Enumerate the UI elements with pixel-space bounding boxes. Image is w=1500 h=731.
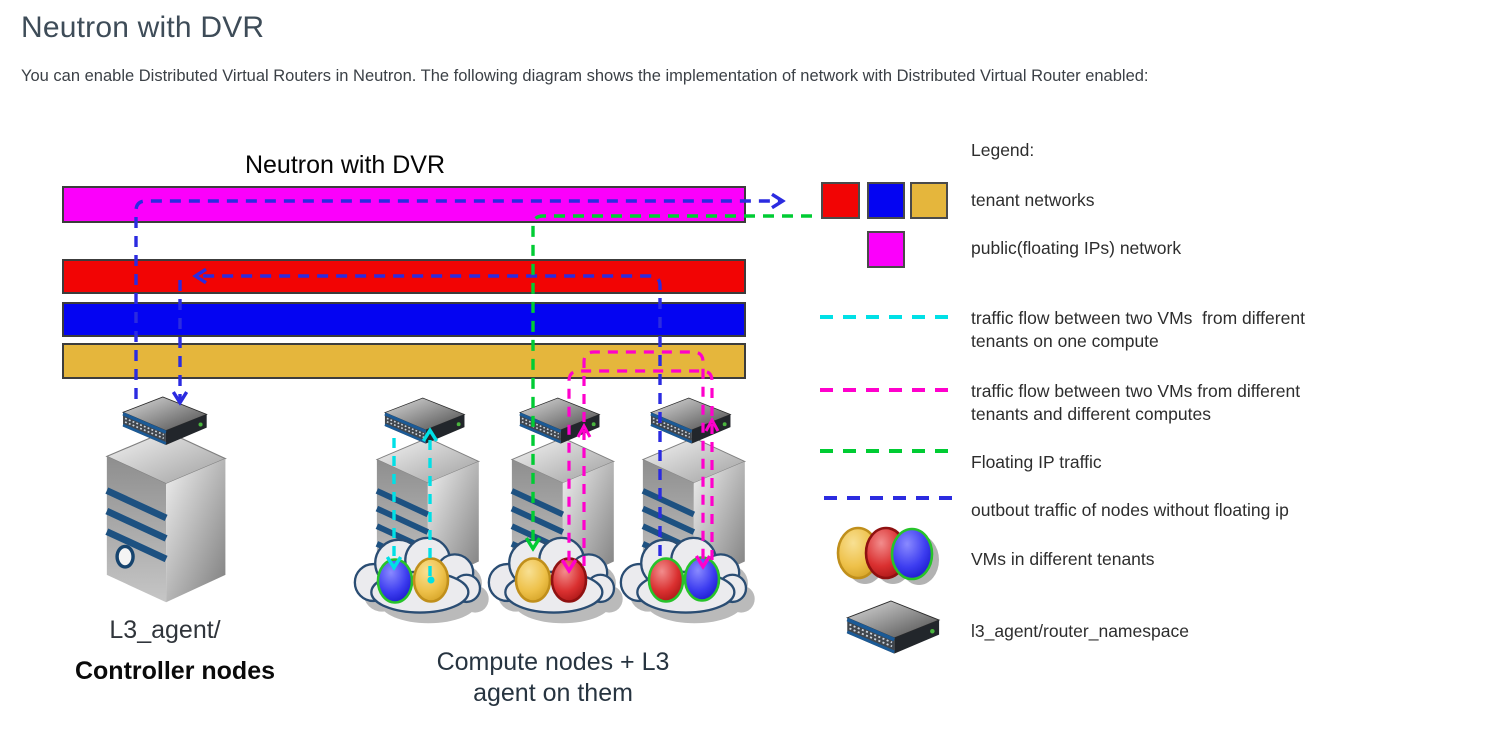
compute1-vm-blue — [376, 558, 414, 604]
compute-node-1 — [353, 396, 490, 625]
legend-graphics — [820, 182, 960, 656]
page-intro: You can enable Distributed Virtual Route… — [21, 67, 1149, 85]
outbound-traffic-arrow-public — [134, 201, 780, 399]
network-bars — [62, 186, 746, 379]
legend-swatch-blue — [867, 182, 905, 219]
legend-switch-icon — [845, 599, 941, 656]
compute-node-3 — [619, 396, 756, 625]
compute-nodes-label: Compute nodes + L3 agent on them — [436, 648, 670, 707]
compute2-vm-red — [550, 557, 588, 603]
legend-swatch-gold — [910, 182, 948, 219]
controller-node — [107, 395, 226, 602]
controller-server-icon — [107, 431, 226, 602]
floating-ip-traffic-arrow — [533, 214, 812, 546]
legend-label-vms: VMs in different tenants — [971, 549, 1155, 569]
cross-compute-traffic-arrow-forward — [582, 350, 703, 566]
legend-title: Legend: — [971, 140, 1035, 160]
controller-l3-agent-label: L3_agent/ — [109, 616, 221, 644]
legend-vm-trio — [836, 526, 939, 585]
legend-swatch-red — [821, 182, 860, 219]
page-title: Neutron with DVR — [21, 11, 265, 44]
legend-vm-blue — [890, 527, 934, 581]
legend-label-outbound: outbout traffic of nodes without floatin… — [971, 500, 1289, 520]
cross-compute-up-chevron-2 — [704, 416, 720, 432]
cross-compute-traffic-arrow-return — [569, 369, 714, 568]
diagram-title: Neutron with DVR — [244, 151, 446, 179]
legend-swatch-magenta — [867, 231, 905, 268]
legend-label-public-network: public(floating IPs) network — [971, 238, 1182, 258]
compute3-vm-red — [647, 557, 685, 603]
tenant-network-bar-blue — [62, 302, 746, 337]
legend-label-tenant-networks: tenant networks — [971, 190, 1095, 210]
compute1-l3-switch-icon — [383, 396, 467, 446]
legend-label-l3-agent: l3_agent/router_namespace — [971, 621, 1189, 641]
traffic-flows — [134, 201, 812, 584]
same-compute-traffic-origin-dot — [427, 576, 435, 584]
compute2-vm-gold — [514, 557, 552, 603]
legend-label-floating-ip: Floating IP traffic — [971, 452, 1102, 472]
tenant-network-bar-gold — [62, 343, 746, 379]
controller-nodes-label: Controller nodes — [74, 657, 275, 685]
compute3-vm-blue — [683, 556, 721, 602]
outbound-traffic-arrow-tenant — [198, 276, 662, 556]
legend-label-traffic-diff-computes: traffic flow between two VMs from differ… — [971, 381, 1301, 424]
controller-l3-switch-icon — [121, 395, 209, 447]
compute-node-2 — [487, 396, 624, 625]
legend-label-traffic-one-compute: traffic flow between two VMs from differ… — [971, 308, 1305, 351]
cross-compute-up-chevron-1 — [576, 422, 592, 438]
public-network-bar — [62, 186, 746, 223]
compute3-l3-switch-icon — [649, 396, 733, 446]
